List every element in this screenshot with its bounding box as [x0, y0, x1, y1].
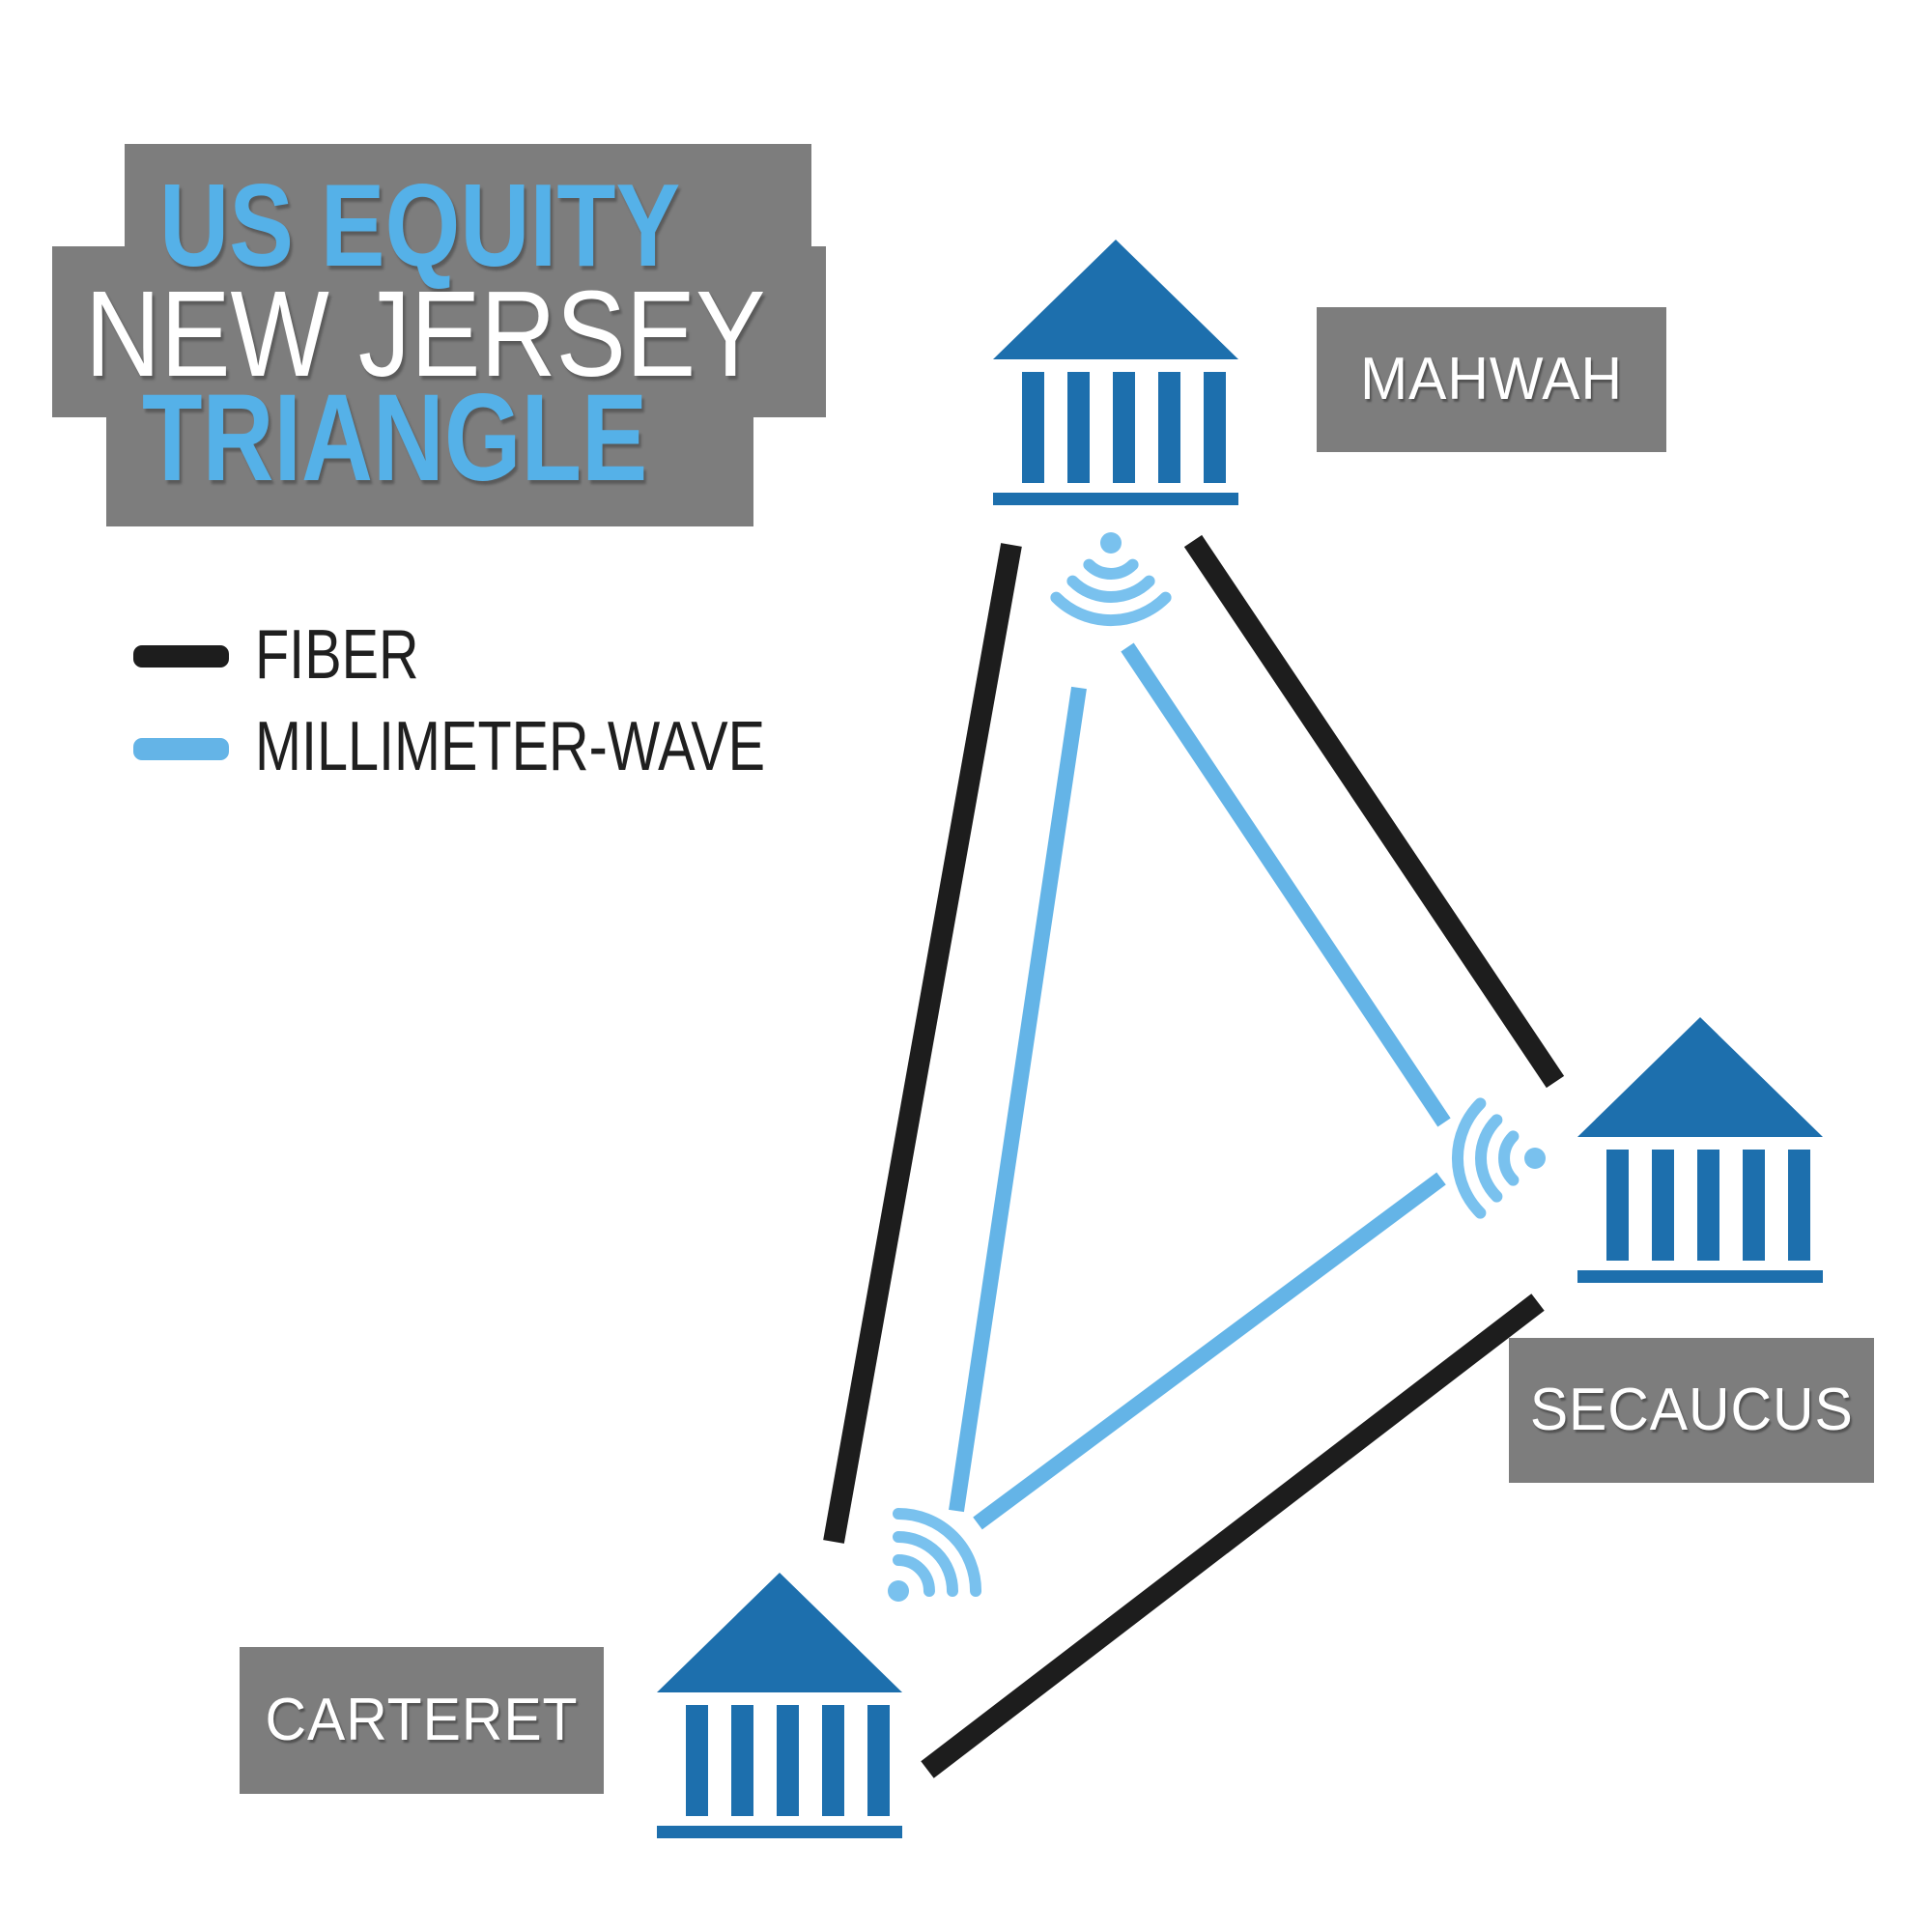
title-line-triangle: TRIANGLE	[142, 369, 648, 507]
bank-building-icon-mahwah	[993, 240, 1238, 505]
location-label-mahwah: MAHWAH	[1317, 307, 1666, 452]
location-label-carteret: CARTERET	[240, 1647, 604, 1794]
fiber-line-swatch-icon	[133, 645, 229, 668]
title-bg-bottom	[106, 417, 753, 526]
mmwave-link-mahwah-secaucus	[1121, 642, 1451, 1127]
bank-building-icon-secaucus	[1577, 1017, 1823, 1283]
title-line-us-equity: US EQUITY	[159, 159, 681, 291]
mmwave-link-mahwah-carteret	[949, 686, 1087, 1513]
title-line-new-jersey: NEW JERSEY	[85, 266, 766, 402]
wireless-signal-icon-mahwah	[1050, 532, 1172, 626]
legend-label-fiber: FIBER	[255, 616, 419, 694]
location-label-carteret-text: CARTERET	[265, 1687, 579, 1753]
title-bg-middle	[52, 246, 826, 417]
location-label-secaucus-text: SECAUCUS	[1529, 1377, 1854, 1443]
millimeter-wave-line-swatch-icon	[133, 738, 229, 760]
bank-building-icon-carteret	[657, 1573, 902, 1838]
wireless-signal-icon-carteret	[888, 1507, 982, 1602]
location-label-secaucus: SECAUCUS	[1509, 1338, 1874, 1483]
fiber-link-mahwah-secaucus	[1183, 534, 1565, 1089]
location-label-mahwah-text: MAHWAH	[1360, 346, 1623, 412]
mmwave-link-carteret-secaucus	[973, 1172, 1446, 1530]
fiber-link-carteret-secaucus	[921, 1293, 1545, 1778]
wireless-signal-icon-secaucus	[1452, 1097, 1546, 1219]
title-bg-top	[125, 144, 811, 246]
fiber-link-mahwah-carteret	[823, 543, 1022, 1544]
legend-label-millimeter-wave: MILLIMETER-WAVE	[255, 708, 766, 785]
